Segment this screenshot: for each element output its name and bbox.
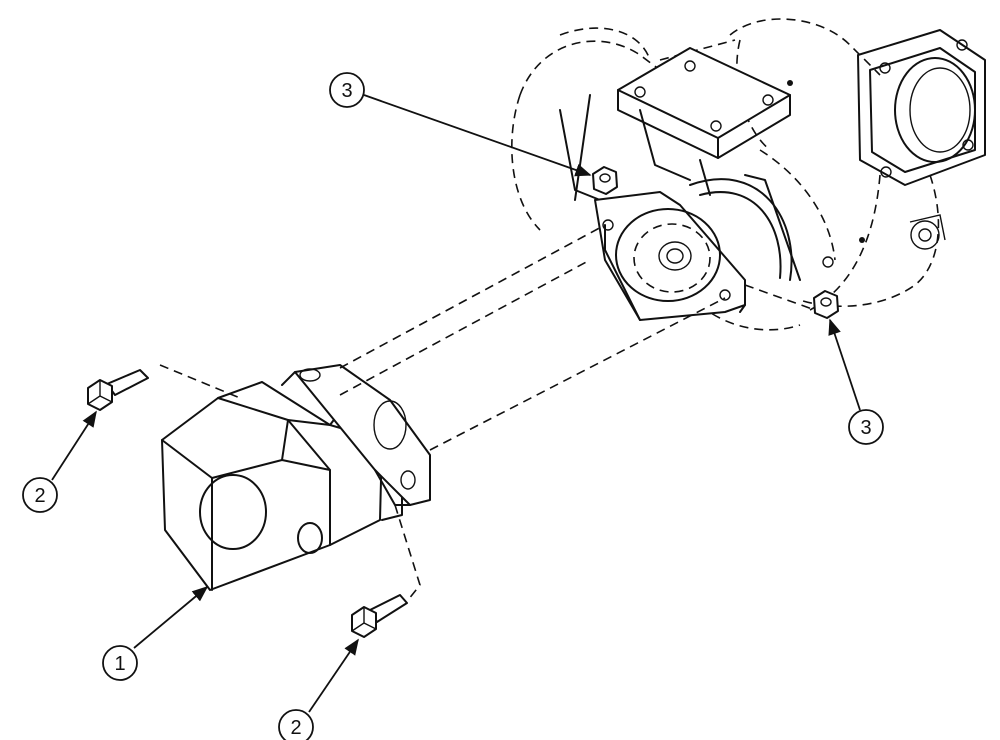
housing-mount-flange <box>594 191 746 321</box>
callout-label-3a: 3 <box>341 80 352 102</box>
leader-3a <box>363 94 592 177</box>
motor-adapter <box>161 364 431 591</box>
callout-balloon-3a: 3 <box>329 72 365 108</box>
callout-label-3b: 3 <box>860 417 871 439</box>
housing-drum <box>689 174 801 281</box>
callout-label-2a: 2 <box>34 485 45 507</box>
nut-upper <box>592 166 618 195</box>
bolt-lower <box>351 594 408 638</box>
callout-label-2b: 2 <box>290 717 301 739</box>
leader-1 <box>133 585 209 649</box>
callout-balloon-2b: 2 <box>278 709 314 740</box>
leader-lines <box>51 94 861 713</box>
callout-balloon-2a: 2 <box>22 477 58 513</box>
bolt-upper <box>87 369 149 411</box>
callout-balloon-1: 1 <box>102 645 138 681</box>
leader-2b <box>308 638 359 713</box>
assembly-path-lines <box>159 224 816 601</box>
nut-lower <box>813 290 839 319</box>
callout-label-1: 1 <box>114 653 125 675</box>
housing-side-flange <box>857 29 986 186</box>
leader-2a <box>51 410 97 481</box>
housing-top-mount-plate <box>559 47 791 201</box>
leader-3b <box>828 318 861 411</box>
callout-balloon-3b: 3 <box>848 409 884 445</box>
